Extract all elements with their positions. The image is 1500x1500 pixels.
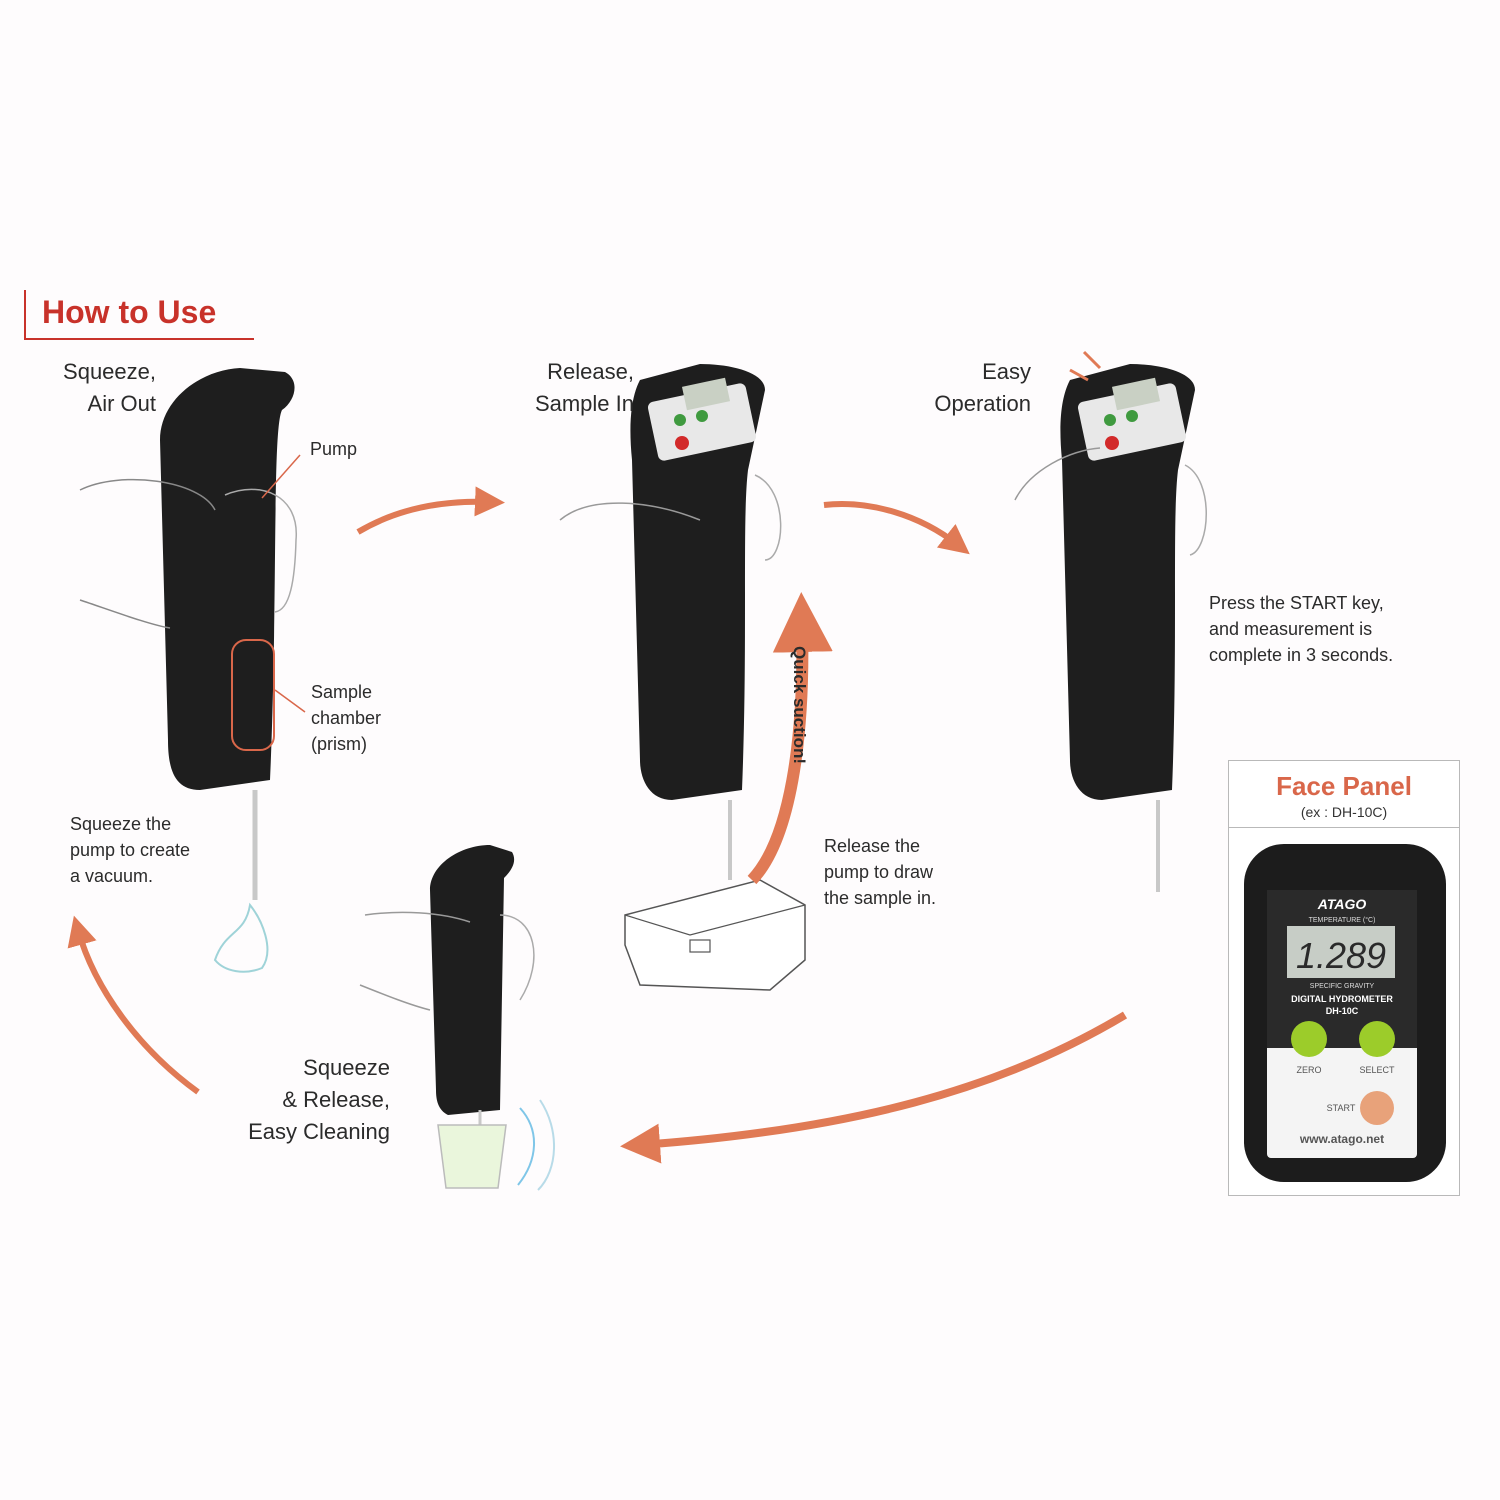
start-button xyxy=(1360,1091,1394,1125)
gravity-label: SPECIFIC GRAVITY xyxy=(1310,983,1375,990)
select-label: SELECT xyxy=(1359,1065,1395,1075)
page-title: How to Use xyxy=(42,294,217,330)
zero-button xyxy=(1291,1021,1327,1057)
arrow-step3-to-step4 xyxy=(620,1011,1128,1164)
select-button xyxy=(1359,1021,1395,1057)
model-name-line2: DH-10C xyxy=(1326,1006,1359,1016)
display-reading: 1.289 xyxy=(1296,935,1386,976)
step1-title: Squeeze,Air Out xyxy=(63,359,156,416)
temperature-label: TEMPERATURE (°C) xyxy=(1309,916,1376,924)
atago-url: www.atago.net xyxy=(1299,1132,1384,1146)
device-operation-illustration xyxy=(1014,350,1207,892)
device-squeeze-illustration xyxy=(79,368,306,973)
arrow-step1-to-step2 xyxy=(356,486,505,535)
pump-callout: Pump xyxy=(310,439,358,459)
heading-frame: How to Use xyxy=(24,290,254,340)
face-panel-box: Face Panel (ex : DH-10C) ATAGO TEMPERATU… xyxy=(1228,760,1460,1196)
step4-title: Squeeze& Release,Easy Cleaning xyxy=(248,1055,390,1144)
zero-label: ZERO xyxy=(1296,1065,1321,1075)
start-label: START xyxy=(1327,1103,1356,1113)
atago-brand: ATAGO xyxy=(1317,896,1367,912)
face-panel-header: Face Panel (ex : DH-10C) xyxy=(1229,761,1459,828)
face-panel-device: ATAGO TEMPERATURE (°C) 1.289 SPECIFIC GR… xyxy=(1244,844,1446,1182)
face-panel-title: Face Panel xyxy=(1276,771,1412,801)
arrow-step4-to-step1 xyxy=(67,915,200,1095)
device-release-illustration xyxy=(559,364,806,991)
arrow-quick-suction xyxy=(747,592,833,885)
step2-title: Release,Sample In xyxy=(534,359,634,416)
device-cleaning-illustration xyxy=(359,845,556,1191)
face-panel-subtitle: (ex : DH-10C) xyxy=(1300,804,1388,820)
arrow-step2-to-step3 xyxy=(823,501,970,555)
quick-suction-label: Quick suction! xyxy=(790,646,809,764)
model-name-line1: DIGITAL HYDROMETER xyxy=(1291,994,1393,1004)
